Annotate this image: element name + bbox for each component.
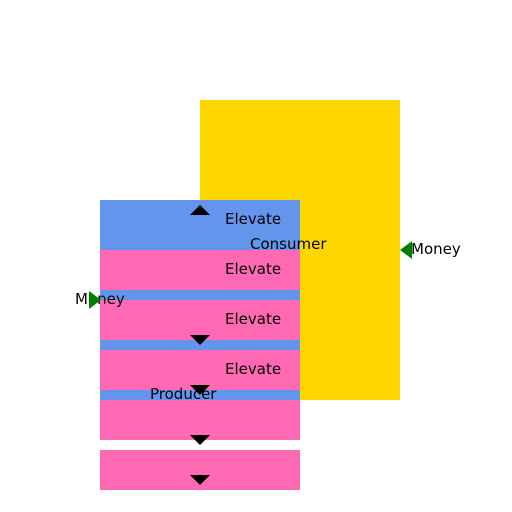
elevate-label: Elevate [225,360,282,378]
elevate-label: Elevate [225,260,282,278]
money-flow-label: Money [411,240,461,258]
elevate-label: Elevate [225,310,282,328]
producer-label: Producer [150,385,217,403]
elevate-label: Elevate [225,210,282,228]
elevate-band [100,400,300,440]
consumer-label: Consumer [250,235,327,253]
elevate-band [100,350,300,390]
elevate-band [100,450,300,490]
elevate-band [100,250,300,290]
money-flow-label: Money [75,290,125,308]
elevate-band [100,300,300,340]
